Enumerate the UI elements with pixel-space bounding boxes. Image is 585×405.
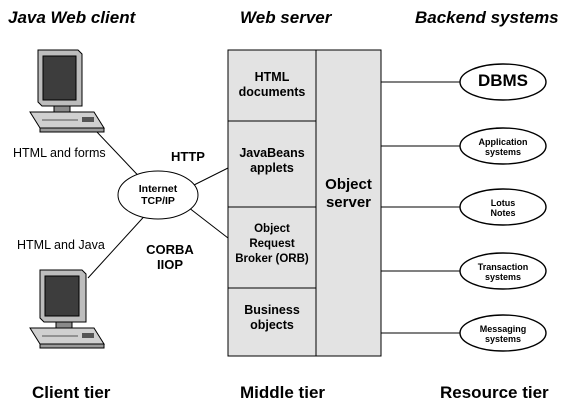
middle-tier-label: Middle tier: [240, 383, 326, 402]
dbms-label: DBMS: [477, 71, 529, 90]
oval-line: Notes: [490, 208, 516, 218]
corba-line: CORBA: [146, 242, 194, 257]
application-systems-label: Application systems: [460, 137, 546, 157]
object-server-line: Object: [325, 176, 372, 193]
block-line: documents: [238, 85, 306, 99]
block-line: JavaBeans: [239, 146, 305, 160]
oval-line: Messaging: [479, 324, 527, 334]
oval-line: systems: [484, 147, 522, 157]
backend-header: Backend systems: [415, 8, 559, 27]
javabeans-applets-block: JavaBeans applets: [228, 146, 316, 176]
internet-line: Internet: [138, 183, 178, 195]
application-systems-oval: [459, 127, 547, 165]
object-server-label: Object server: [316, 176, 381, 212]
messaging-systems-label: Messaging systems: [460, 324, 546, 344]
block-line: applets: [250, 161, 294, 175]
resource-tier-label: Resource tier: [440, 383, 549, 402]
oval-line: systems: [484, 272, 522, 282]
http-label: HTTP: [171, 149, 205, 164]
connector-internet-corba: [183, 203, 229, 239]
backend-ovals: [459, 63, 547, 352]
messaging-systems-oval: [459, 314, 547, 352]
oval-line: Transaction: [477, 262, 529, 272]
client-tier-label: Client tier: [32, 383, 111, 402]
transaction-systems-oval: [459, 252, 547, 290]
web-server-box: [227, 49, 382, 357]
block-line: Broker (ORB): [235, 253, 309, 265]
object-server-line: server: [325, 194, 372, 211]
oval-line: systems: [484, 334, 522, 344]
transaction-systems-label: Transaction systems: [460, 262, 546, 282]
oval-line: Lotus: [490, 198, 516, 208]
lotus-notes-oval: [459, 188, 547, 226]
internet-oval-label: Internet TCP/IP: [118, 183, 198, 207]
html-forms-label: HTML and forms: [13, 146, 106, 160]
iiop-line: IIOP: [156, 257, 183, 272]
tcpip-line: TCP/IP: [141, 195, 175, 207]
lotus-notes-label: Lotus Notes: [460, 198, 546, 218]
top-computer-icon: [29, 49, 105, 133]
web-server-header: Web server: [240, 8, 332, 27]
client-header: Java Web client: [8, 8, 136, 27]
orb-block: Object Request Broker (ORB): [228, 222, 316, 267]
business-objects-block: Business objects: [228, 303, 316, 333]
html-java-label: HTML and Java: [17, 238, 105, 252]
html-documents-block: HTML documents: [228, 70, 316, 100]
oval-line: Application: [478, 137, 528, 147]
corba-iiop-label: CORBA IIOP: [146, 242, 194, 272]
bottom-computer-icon: [29, 269, 105, 349]
connector-bottom-client-to-internet: [87, 209, 151, 279]
server-outline: [227, 49, 382, 357]
block-line: HTML: [254, 70, 290, 84]
block-line: Request: [249, 238, 295, 250]
block-line: objects: [250, 318, 294, 332]
block-line: Object: [254, 223, 290, 235]
dbms-oval: [459, 63, 547, 101]
internet-oval: [117, 170, 199, 220]
block-line: Business: [244, 303, 300, 317]
